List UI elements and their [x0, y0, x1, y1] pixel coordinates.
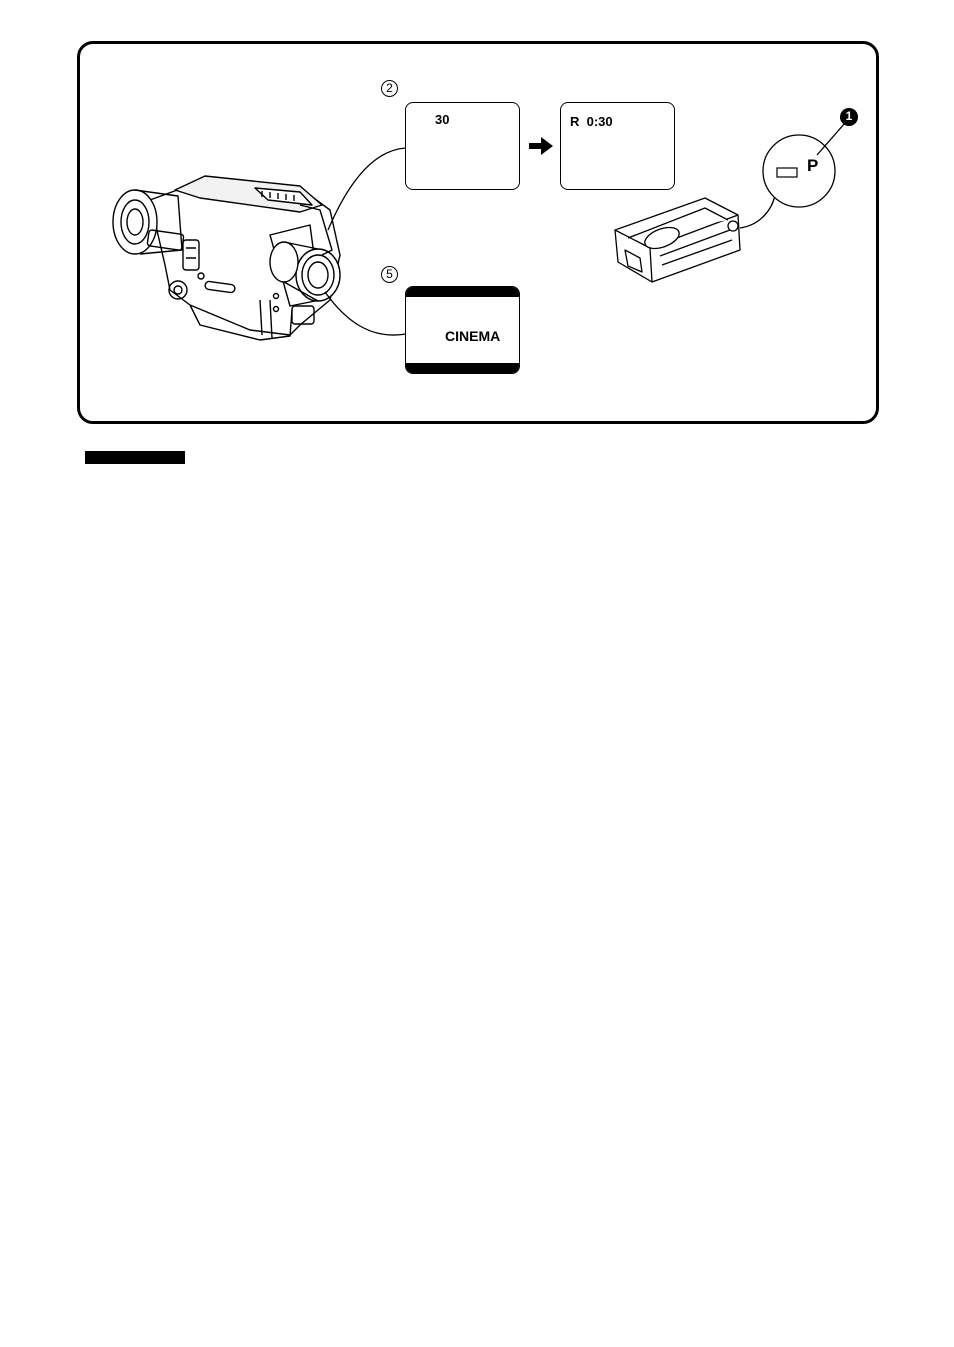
camcorder-illustration: [113, 176, 340, 340]
pointer-line: [817, 123, 845, 155]
leader-line-to-switch: [740, 195, 775, 228]
step-5-marker: 5: [381, 266, 398, 283]
viewfinder-screen-remaining: 30: [405, 102, 520, 190]
step-2-marker: 2: [381, 80, 398, 97]
leader-line-to-screen1: [328, 148, 406, 230]
viewfinder-screen-cinema: CINEMA: [405, 286, 520, 374]
record-tab-icon: [777, 168, 797, 177]
arrow-right-icon: [529, 137, 553, 155]
cassette-tape-illustration: [615, 198, 740, 282]
rec-time-display: R 0:30: [570, 114, 613, 129]
step-1-label: 1: [843, 109, 855, 123]
cinema-mode-label: CINEMA: [445, 328, 500, 344]
tape-remaining-counter: 30: [435, 112, 449, 127]
leader-line-to-screen3: [325, 292, 406, 335]
cinema-top-bar: [406, 287, 519, 297]
viewfinder-screen-rec-time: R 0:30: [560, 102, 675, 190]
switch-position-label: P: [807, 156, 818, 176]
section-heading-bar: [85, 451, 185, 464]
cinema-bottom-bar: [406, 363, 519, 373]
